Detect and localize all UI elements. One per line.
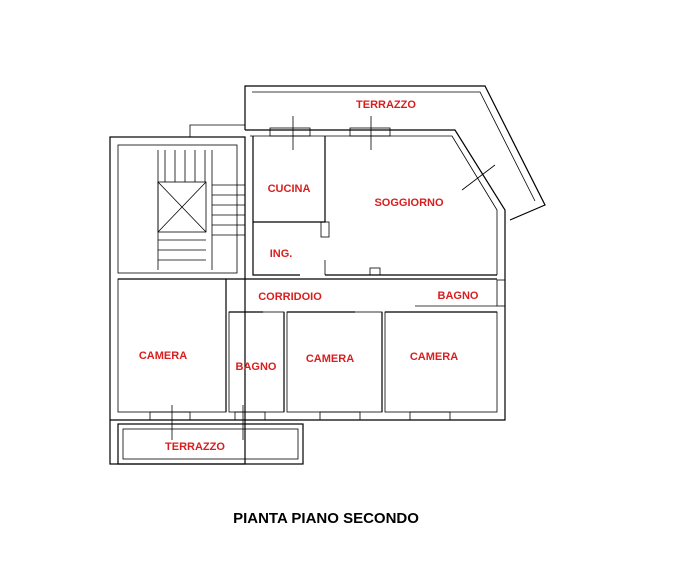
label-terrazzo-bottom: TERRAZZO <box>165 441 225 453</box>
label-bagno-right: BAGNO <box>438 290 479 302</box>
label-cucina: CUCINA <box>268 183 311 195</box>
stairwell <box>157 150 245 270</box>
label-camera-center: CAMERA <box>306 353 354 365</box>
windows <box>149 116 496 440</box>
label-camera-left: CAMERA <box>139 350 187 362</box>
label-camera-right: CAMERA <box>410 351 458 363</box>
label-soggiorno: SOGGIORNO <box>374 197 444 209</box>
bottom-terrace <box>117 423 304 465</box>
plan-title: PIANTA PIANO SECONDO <box>233 510 419 527</box>
room-labels: TERRAZZO CUCINA SOGGIORNO ING. CORRIDOIO… <box>139 99 479 453</box>
label-corridoio: CORRIDOIO <box>258 291 322 303</box>
interior-walls <box>117 136 506 413</box>
label-terrazzo-top: TERRAZZO <box>356 99 416 111</box>
label-ingresso: ING. <box>270 248 293 260</box>
label-bagno-center: BAGNO <box>236 361 277 373</box>
